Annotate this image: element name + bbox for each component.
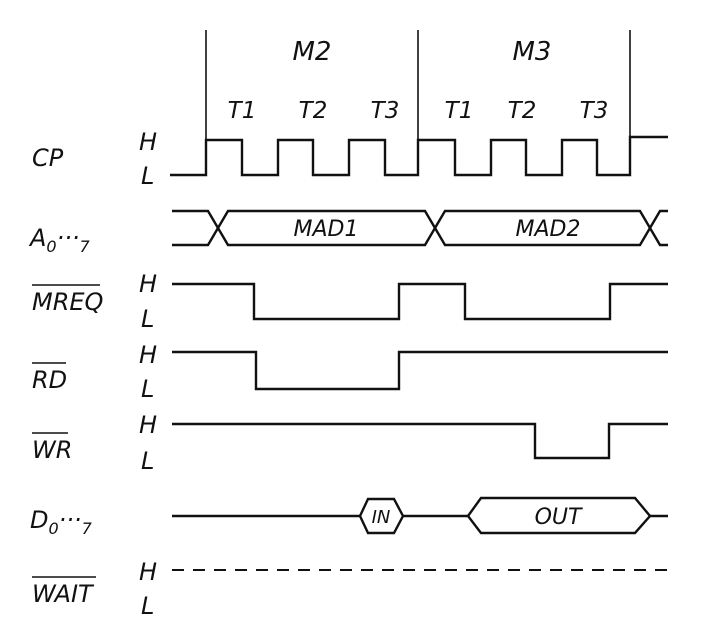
signal-label-wait: WAIT [32, 580, 95, 608]
signal-label-data-bus: D0···7 [30, 506, 93, 538]
signal-label-wr: WR [32, 436, 72, 464]
state-label-m3-t2: T2 [508, 98, 537, 124]
address-bus-value-mad2: MAD2 [516, 217, 581, 242]
cycle-label-m3: M3 [513, 37, 552, 67]
mreq-level-low: L [141, 305, 154, 333]
state-label-m3-t1: T1 [445, 98, 474, 124]
signal-label-rd: RD [32, 366, 67, 394]
rd-waveform [172, 350, 668, 391]
signal-label-address-bus: A0···7 [28, 224, 91, 256]
state-label-m2-t3: T3 [371, 98, 400, 124]
wr-waveform [172, 422, 668, 460]
cp-level-low: L [141, 162, 154, 190]
cp-level-high: H [139, 128, 157, 156]
state-label-m3-t3: T3 [580, 98, 609, 124]
data-bus-value-in: IN [372, 507, 391, 528]
wr-level-low: L [141, 447, 154, 475]
wait-level-high: H [139, 558, 157, 586]
rd-level-high: H [139, 341, 157, 369]
signal-label-cp: CP [32, 144, 64, 172]
wait-level-low: L [141, 592, 154, 620]
rd-level-low: L [141, 375, 154, 403]
mreq-waveform [172, 282, 668, 321]
address-bus-value-mad1: MAD1 [294, 217, 359, 242]
mreq-level-high: H [139, 270, 157, 298]
cycle-label-m2: M2 [293, 37, 332, 67]
data-bus-waveform [172, 496, 668, 535]
state-label-m2-t2: T2 [299, 98, 328, 124]
wr-level-high: H [139, 411, 157, 439]
address-bus-waveform [172, 209, 668, 247]
state-label-m2-t1: T1 [228, 98, 257, 124]
data-bus-value-out: OUT [535, 505, 583, 530]
cp-waveform [170, 135, 668, 177]
signal-label-mreq: MREQ [32, 288, 103, 316]
